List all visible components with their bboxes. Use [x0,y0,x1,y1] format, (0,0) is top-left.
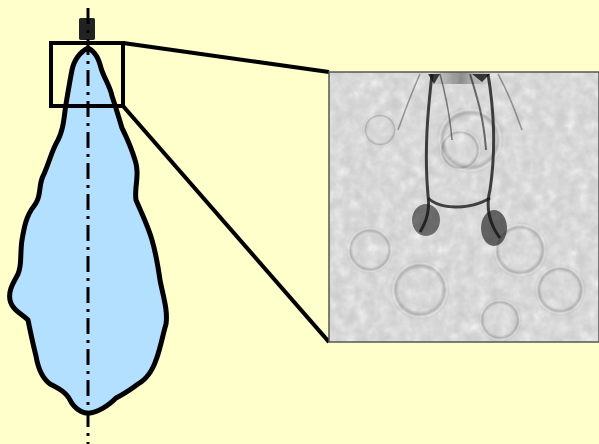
grayscale-shadowgraph-image [329,72,599,342]
